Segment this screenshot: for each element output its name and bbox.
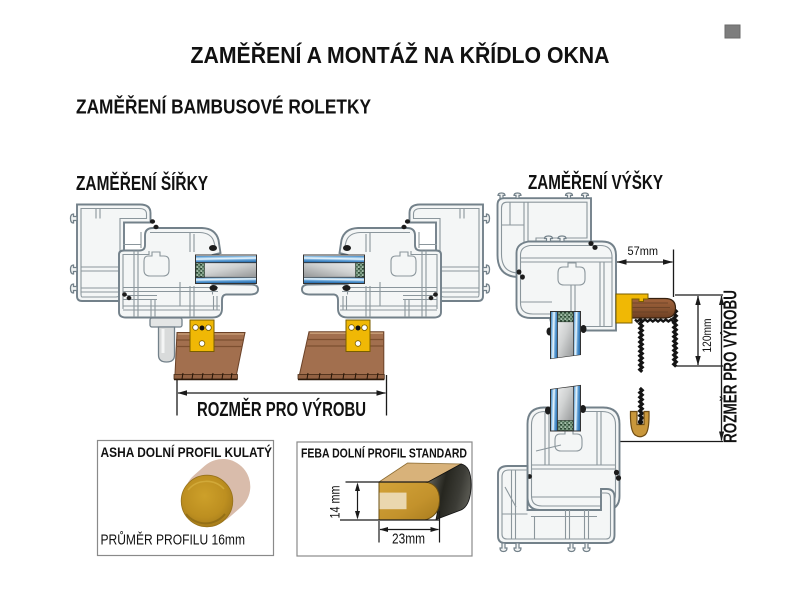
svg-text:57mm: 57mm (628, 244, 659, 258)
svg-text:ZAMĚŘENÍ BAMBUSOVÉ ROLETKY: ZAMĚŘENÍ BAMBUSOVÉ ROLETKY (76, 95, 372, 119)
svg-text:ZAMĚŘENÍ A MONTÁŽ NA KŘÍDLO OK: ZAMĚŘENÍ A MONTÁŽ NA KŘÍDLO OKNA (191, 41, 610, 68)
svg-text:120mm: 120mm (700, 318, 714, 352)
svg-text:ROZMĚR PRO VÝROBU: ROZMĚR PRO VÝROBU (720, 290, 741, 443)
svg-text:ZAMĚŘENÍ VÝŠKY: ZAMĚŘENÍ VÝŠKY (528, 170, 663, 194)
svg-text:23mm: 23mm (392, 531, 425, 548)
svg-text:ZAMĚŘENÍ ŠÍŘKY: ZAMĚŘENÍ ŠÍŘKY (76, 171, 209, 195)
svg-text:PRŮMĚR PROFILU 16mm: PRŮMĚR PROFILU 16mm (101, 531, 246, 549)
svg-text:14 mm: 14 mm (327, 486, 343, 519)
svg-text:FEBA DOLNÍ PROFIL STANDARD: FEBA DOLNÍ PROFIL STANDARD (301, 446, 467, 461)
svg-text:ASHA DOLNÍ PROFIL KULATÝ: ASHA DOLNÍ PROFIL KULATÝ (101, 445, 273, 460)
svg-text:ROZMĚR PRO VÝROBU: ROZMĚR PRO VÝROBU (197, 397, 366, 421)
